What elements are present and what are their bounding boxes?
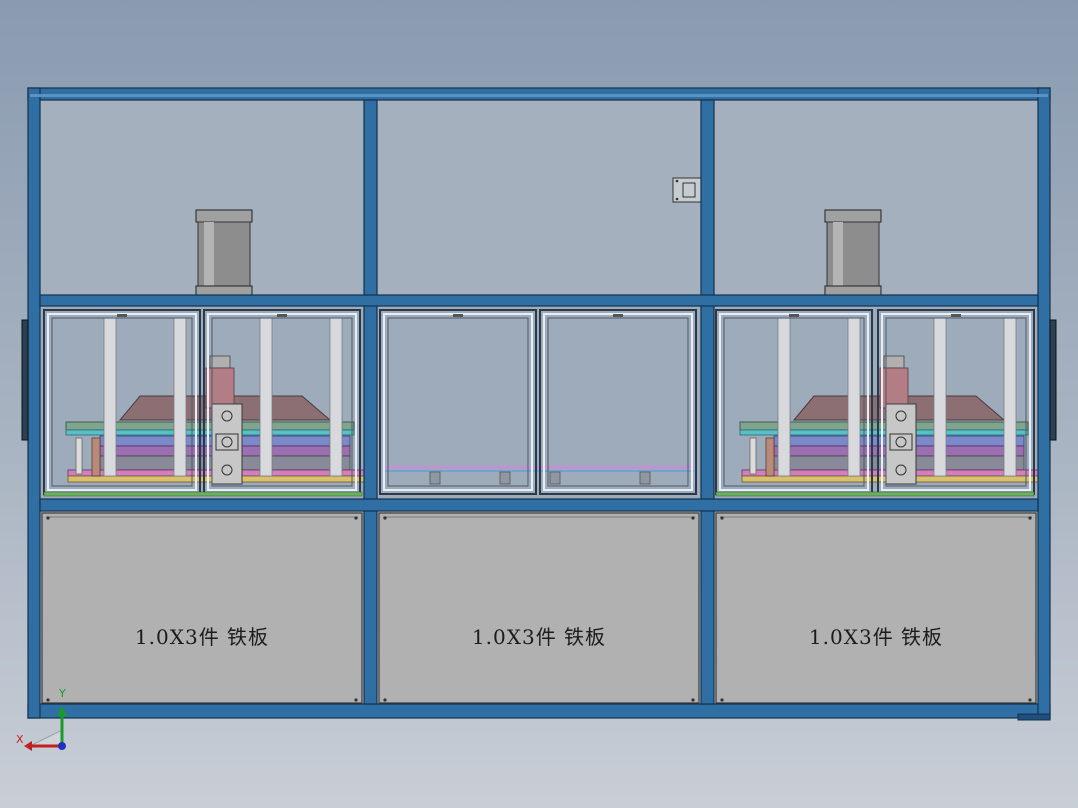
cylinder-highlight xyxy=(204,222,214,286)
door-handle xyxy=(951,314,961,317)
control-box-screw xyxy=(675,179,679,183)
cover-screw xyxy=(1028,516,1032,520)
triad-y-arrow xyxy=(57,706,67,716)
press-bolt xyxy=(895,464,907,476)
die-plate-cyan xyxy=(65,429,355,436)
panel-label-right: 1.0X3件 铁板 xyxy=(808,625,944,649)
panel-label-left: 1.0X3件 铁板 xyxy=(134,625,270,649)
triad-x-arrow xyxy=(24,741,32,751)
frame-right-post xyxy=(1037,87,1051,719)
press-bolt xyxy=(895,436,907,448)
cover-screw xyxy=(1028,698,1032,702)
panel-label-middle: 1.0X3件 铁板 xyxy=(471,625,607,649)
guide-pillar xyxy=(103,317,117,477)
pneumatic-cylinder-left xyxy=(195,209,253,297)
cylinder-cap-top xyxy=(824,209,882,223)
door-inner-frame xyxy=(211,317,353,487)
triad-z-axis xyxy=(58,742,66,750)
cover-screw xyxy=(383,698,387,702)
door-inner-frame xyxy=(885,317,1027,487)
door-handle xyxy=(613,314,623,317)
frame-left-post xyxy=(27,87,41,719)
cover-screw xyxy=(383,516,387,520)
die-assembly xyxy=(65,317,365,485)
pneumatic-cylinder-right xyxy=(824,209,882,297)
lower-cover-panel xyxy=(378,512,700,704)
control-box-screw xyxy=(675,197,679,201)
cylinder-highlight xyxy=(833,222,843,286)
door-outer-frame xyxy=(379,309,537,495)
die-plate-cyan xyxy=(739,429,1029,436)
guide-pillar xyxy=(1003,317,1017,477)
door-inner-frame xyxy=(51,317,193,487)
frame-divider-post-1 xyxy=(363,99,378,705)
cover-screw xyxy=(354,698,358,702)
lower-cover-panel xyxy=(41,512,363,704)
press-bolt xyxy=(221,410,233,422)
side-handle-right xyxy=(1049,319,1057,441)
press-head xyxy=(209,355,231,369)
control-box-window xyxy=(682,182,696,198)
window-base-strip xyxy=(715,491,1035,497)
cover-screw xyxy=(354,516,358,520)
die-assembly xyxy=(739,317,1039,485)
cylinder-cap-top xyxy=(195,209,253,223)
frame-bottom-beam xyxy=(27,703,1051,719)
door-inner-frame xyxy=(547,317,689,487)
triad-plane xyxy=(29,729,63,747)
side-guide-post xyxy=(749,437,757,475)
press-bracket xyxy=(889,433,913,451)
guide-pillar xyxy=(173,317,187,477)
upper-glass-area xyxy=(40,100,1038,296)
press-column-plate xyxy=(211,403,243,485)
press-bolt xyxy=(895,410,907,422)
guide-pillar xyxy=(933,317,947,477)
door-inner-frame xyxy=(387,317,529,487)
guide-pillar xyxy=(847,317,861,477)
door-handle xyxy=(117,314,127,317)
frame-upper-rail xyxy=(39,294,1039,307)
cover-screw xyxy=(720,698,724,702)
middle-shelf-foot xyxy=(429,471,441,485)
press-bolt xyxy=(221,436,233,448)
door-outer-frame xyxy=(539,309,697,495)
triad-x-label: X xyxy=(16,733,24,746)
cover-screw xyxy=(691,698,695,702)
side-handle-left xyxy=(21,319,29,441)
guide-pillar xyxy=(329,317,343,477)
press-bracket xyxy=(215,433,239,451)
frame-foot xyxy=(1017,713,1051,721)
middle-shelf-foot xyxy=(499,471,511,485)
cover-screw xyxy=(720,516,724,520)
guide-pillar xyxy=(259,317,273,477)
side-guide-block xyxy=(91,437,101,477)
cover-screw xyxy=(46,516,50,520)
triad-y-label: Y xyxy=(59,687,66,700)
middle-shelf-foot xyxy=(639,471,651,485)
lower-cover-panel xyxy=(715,512,1037,704)
guide-pillar xyxy=(777,317,791,477)
door-inner-frame xyxy=(723,317,865,487)
door-handle xyxy=(277,314,287,317)
door-handle xyxy=(453,314,463,317)
frame-divider-post-2 xyxy=(700,99,715,705)
side-guide-post xyxy=(75,437,83,475)
press-ram xyxy=(205,367,235,409)
press-bolt xyxy=(221,464,233,476)
side-guide-block xyxy=(765,437,775,477)
door-handle xyxy=(789,314,799,317)
window-base-strip xyxy=(43,491,363,497)
press-ram xyxy=(879,367,909,409)
press-head xyxy=(883,355,905,369)
cover-screw xyxy=(691,516,695,520)
middle-shelf-foot xyxy=(549,471,561,485)
frame-top-highlight xyxy=(30,94,1048,97)
frame-lower-rail xyxy=(39,498,1039,512)
cover-screw xyxy=(46,698,50,702)
